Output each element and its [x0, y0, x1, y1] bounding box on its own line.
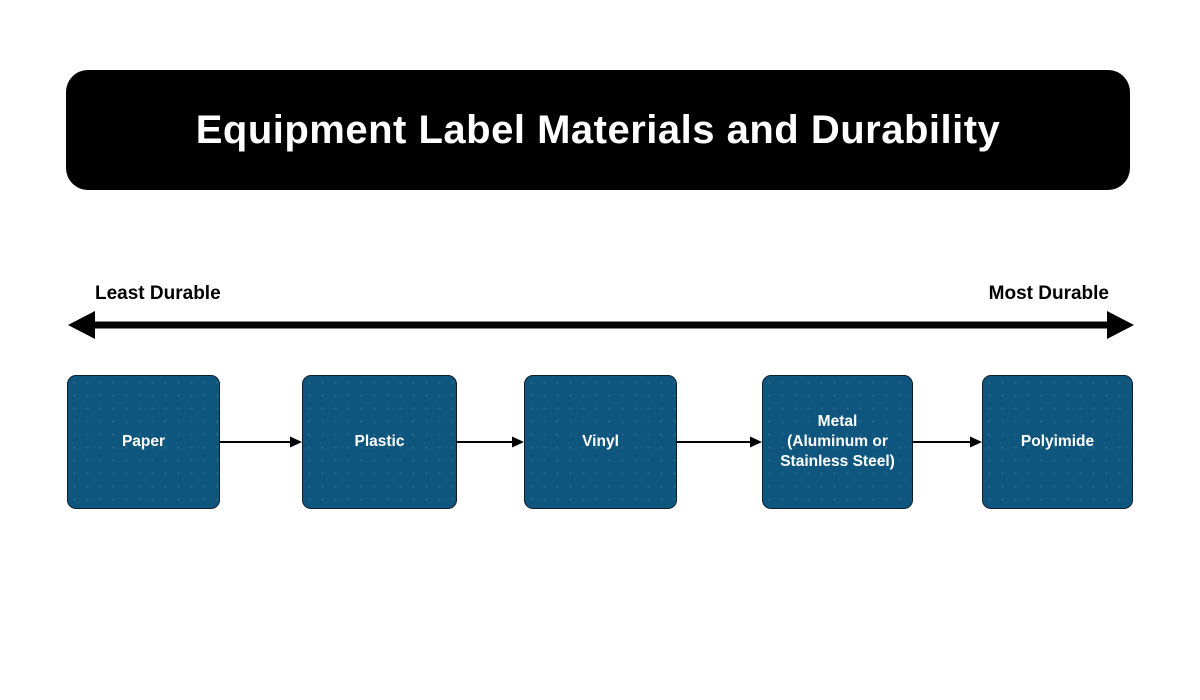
- node-polyimide: Polyimide: [982, 375, 1133, 509]
- connector-arrow-icon: [677, 436, 762, 448]
- connector-arrow-icon: [220, 436, 302, 448]
- durability-axis-arrow: [68, 311, 1134, 339]
- node-plastic: Plastic: [302, 375, 457, 509]
- node-metal: Metal (Aluminum or Stainless Steel): [762, 375, 913, 509]
- node-label: Paper: [121, 433, 166, 450]
- axis-label-most-durable: Most Durable: [988, 283, 1109, 304]
- connector-arrow-icon: [457, 436, 524, 448]
- title-banner: Equipment Label Materials and Durability: [66, 70, 1130, 190]
- connector-arrow-icon: [913, 436, 982, 448]
- axis-label-least-durable: Least Durable: [95, 283, 221, 304]
- node-label: Plastic: [354, 433, 405, 450]
- arrowhead-left-icon: [68, 311, 95, 339]
- node-label: Vinyl: [582, 433, 619, 450]
- node-label: Polyimide: [1020, 433, 1095, 450]
- node-vinyl: Vinyl: [524, 375, 677, 509]
- page-title: Equipment Label Materials and Durability: [195, 107, 1001, 152]
- node-paper: Paper: [67, 375, 220, 509]
- node-label: Metal (Aluminum or Stainless Steel): [780, 413, 895, 470]
- arrowhead-right-icon: [1107, 311, 1134, 339]
